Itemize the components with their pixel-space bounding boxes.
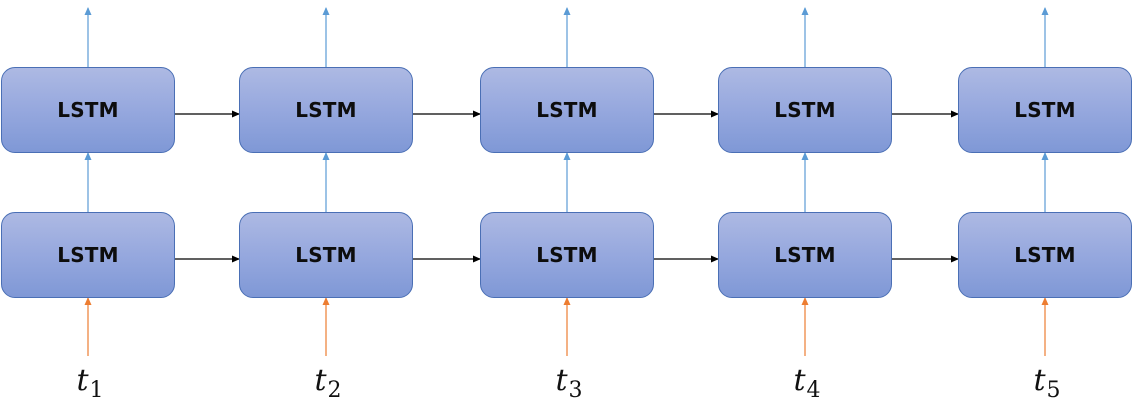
lstm-cell-bottom-3: LSTM [480, 212, 654, 298]
lstm-cell-top-2: LSTM [239, 67, 413, 153]
timestep-subscript: 3 [568, 378, 583, 403]
lstm-cell-top-3: LSTM [480, 67, 654, 153]
lstm-cell-label: LSTM [57, 98, 119, 122]
timestep-symbol: t [793, 363, 806, 398]
arrow-layer [84, 7, 1049, 356]
timestep-subscript: 2 [327, 378, 342, 403]
timestep-label-5: t5 [1033, 363, 1060, 402]
timestep-symbol: t [76, 363, 89, 398]
lstm-cell-label: LSTM [295, 243, 357, 267]
lstm-cell-label: LSTM [536, 98, 598, 122]
lstm-cell-bottom-2: LSTM [239, 212, 413, 298]
lstm-cell-top-5: LSTM [958, 67, 1132, 153]
lstm-cell-label: LSTM [1014, 243, 1076, 267]
lstm-cell-label: LSTM [295, 98, 357, 122]
lstm-cell-bottom-1: LSTM [1, 212, 175, 298]
lstm-cell-top-4: LSTM [718, 67, 892, 153]
timestep-subscript: 5 [1046, 378, 1061, 403]
lstm-cell-label: LSTM [536, 243, 598, 267]
timestep-subscript: 4 [806, 378, 821, 403]
timestep-label-2: t2 [314, 363, 341, 402]
lstm-cell-top-1: LSTM [1, 67, 175, 153]
timestep-label-1: t1 [76, 363, 103, 402]
lstm-cell-bottom-4: LSTM [718, 212, 892, 298]
timestep-symbol: t [314, 363, 327, 398]
timestep-symbol: t [1033, 363, 1046, 398]
timestep-label-3: t3 [555, 363, 582, 402]
timestep-label-4: t4 [793, 363, 820, 402]
lstm-cell-label: LSTM [774, 243, 836, 267]
lstm-cell-label: LSTM [774, 98, 836, 122]
lstm-cell-bottom-5: LSTM [958, 212, 1132, 298]
timestep-subscript: 1 [89, 378, 104, 403]
lstm-cell-label: LSTM [57, 243, 119, 267]
timestep-symbol: t [555, 363, 568, 398]
lstm-cell-label: LSTM [1014, 98, 1076, 122]
